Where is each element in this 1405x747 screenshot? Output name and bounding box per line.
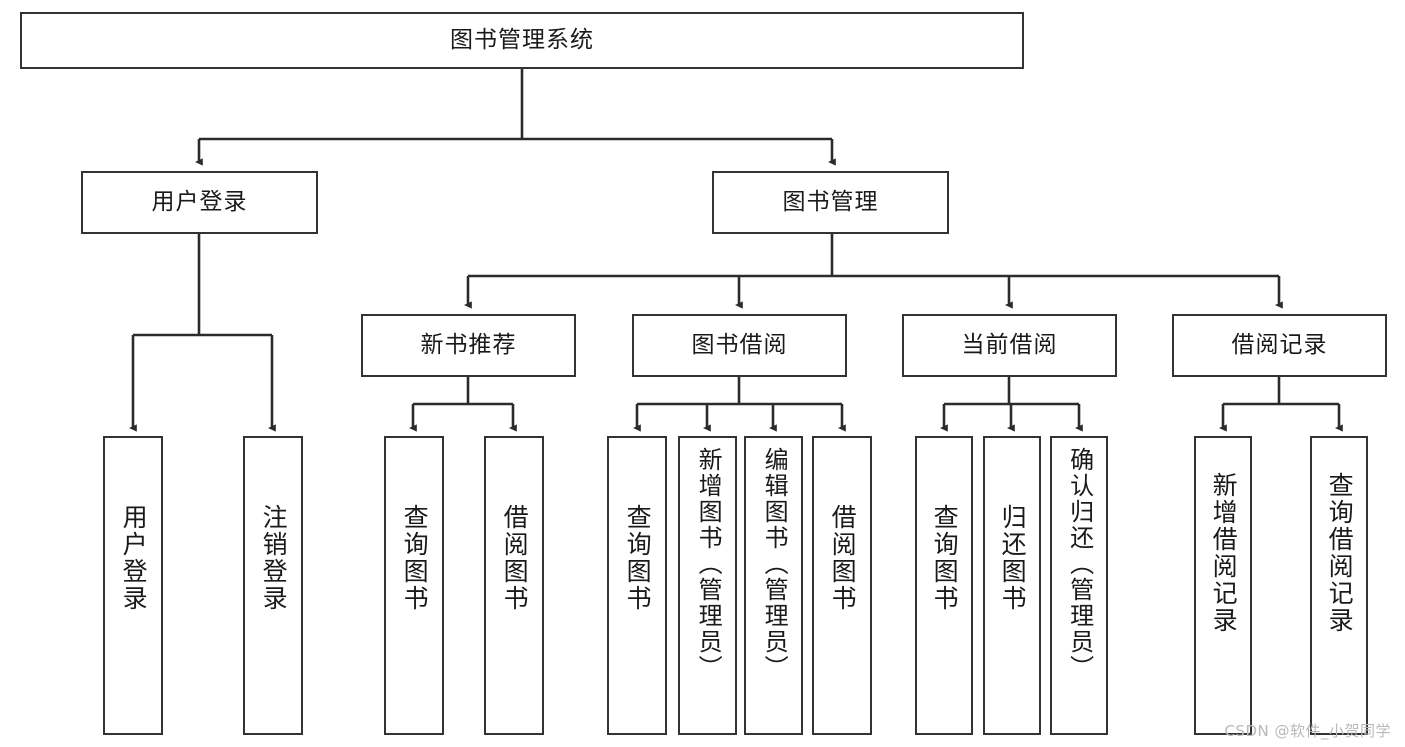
leaf-borrow-book-2-label: 借阅图书 — [828, 504, 858, 612]
watermark: CSDN @软件_小贺同学 — [1224, 722, 1391, 740]
node-book-borrow[interactable]: 图书借阅 — [632, 314, 847, 377]
node-book-manage-label: 图书管理 — [782, 188, 879, 215]
node-new-book-recommend-label: 新书推荐 — [420, 331, 517, 358]
leaf-add-book[interactable]: 新增图书（管理员） — [678, 436, 737, 735]
leaf-borrow-book-2[interactable]: 借阅图书 — [812, 436, 872, 735]
node-borrow-record[interactable]: 借阅记录 — [1172, 314, 1387, 377]
leaf-edit-book[interactable]: 编辑图书（管理员） — [744, 436, 803, 735]
node-root[interactable]: 图书管理系统 — [20, 12, 1024, 69]
leaf-add-record-label: 新增借阅记录 — [1209, 472, 1239, 634]
leaf-query-record-label: 查询借阅记录 — [1325, 472, 1355, 634]
leaf-query-book-1[interactable]: 查询图书 — [384, 436, 444, 735]
node-current-borrow[interactable]: 当前借阅 — [902, 314, 1117, 377]
leaf-logout[interactable]: 注销登录 — [243, 436, 303, 735]
leaf-return-book[interactable]: 归还图书 — [983, 436, 1041, 735]
leaf-user-login[interactable]: 用户登录 — [103, 436, 163, 735]
node-book-manage[interactable]: 图书管理 — [712, 171, 949, 234]
node-current-borrow-label: 当前借阅 — [961, 331, 1058, 358]
leaf-edit-book-label: 编辑图书（管理员） — [760, 447, 789, 681]
node-user-login-label: 用户登录 — [151, 188, 248, 215]
leaf-query-book-2[interactable]: 查询图书 — [607, 436, 667, 735]
node-user-login[interactable]: 用户登录 — [81, 171, 318, 234]
leaf-return-book-label: 归还图书 — [998, 504, 1028, 612]
node-new-book-recommend[interactable]: 新书推荐 — [361, 314, 576, 377]
leaf-query-book-3-label: 查询图书 — [930, 504, 960, 612]
leaf-query-record[interactable]: 查询借阅记录 — [1310, 436, 1368, 735]
node-book-borrow-label: 图书借阅 — [691, 331, 788, 358]
leaf-add-book-label: 新增图书（管理员） — [694, 447, 723, 681]
leaf-borrow-book-1-label: 借阅图书 — [500, 504, 530, 612]
leaf-logout-label: 注销登录 — [259, 504, 289, 612]
node-borrow-record-label: 借阅记录 — [1231, 331, 1328, 358]
node-root-label: 图书管理系统 — [450, 26, 594, 53]
leaf-query-book-2-label: 查询图书 — [623, 504, 653, 612]
leaf-add-record[interactable]: 新增借阅记录 — [1194, 436, 1252, 735]
leaf-borrow-book-1[interactable]: 借阅图书 — [484, 436, 544, 735]
leaf-confirm-return-label: 确认归还（管理员） — [1065, 447, 1094, 681]
leaf-query-book-1-label: 查询图书 — [400, 504, 430, 612]
leaf-confirm-return[interactable]: 确认归还（管理员） — [1050, 436, 1108, 735]
leaf-user-login-label: 用户登录 — [119, 504, 149, 612]
leaf-query-book-3[interactable]: 查询图书 — [915, 436, 973, 735]
